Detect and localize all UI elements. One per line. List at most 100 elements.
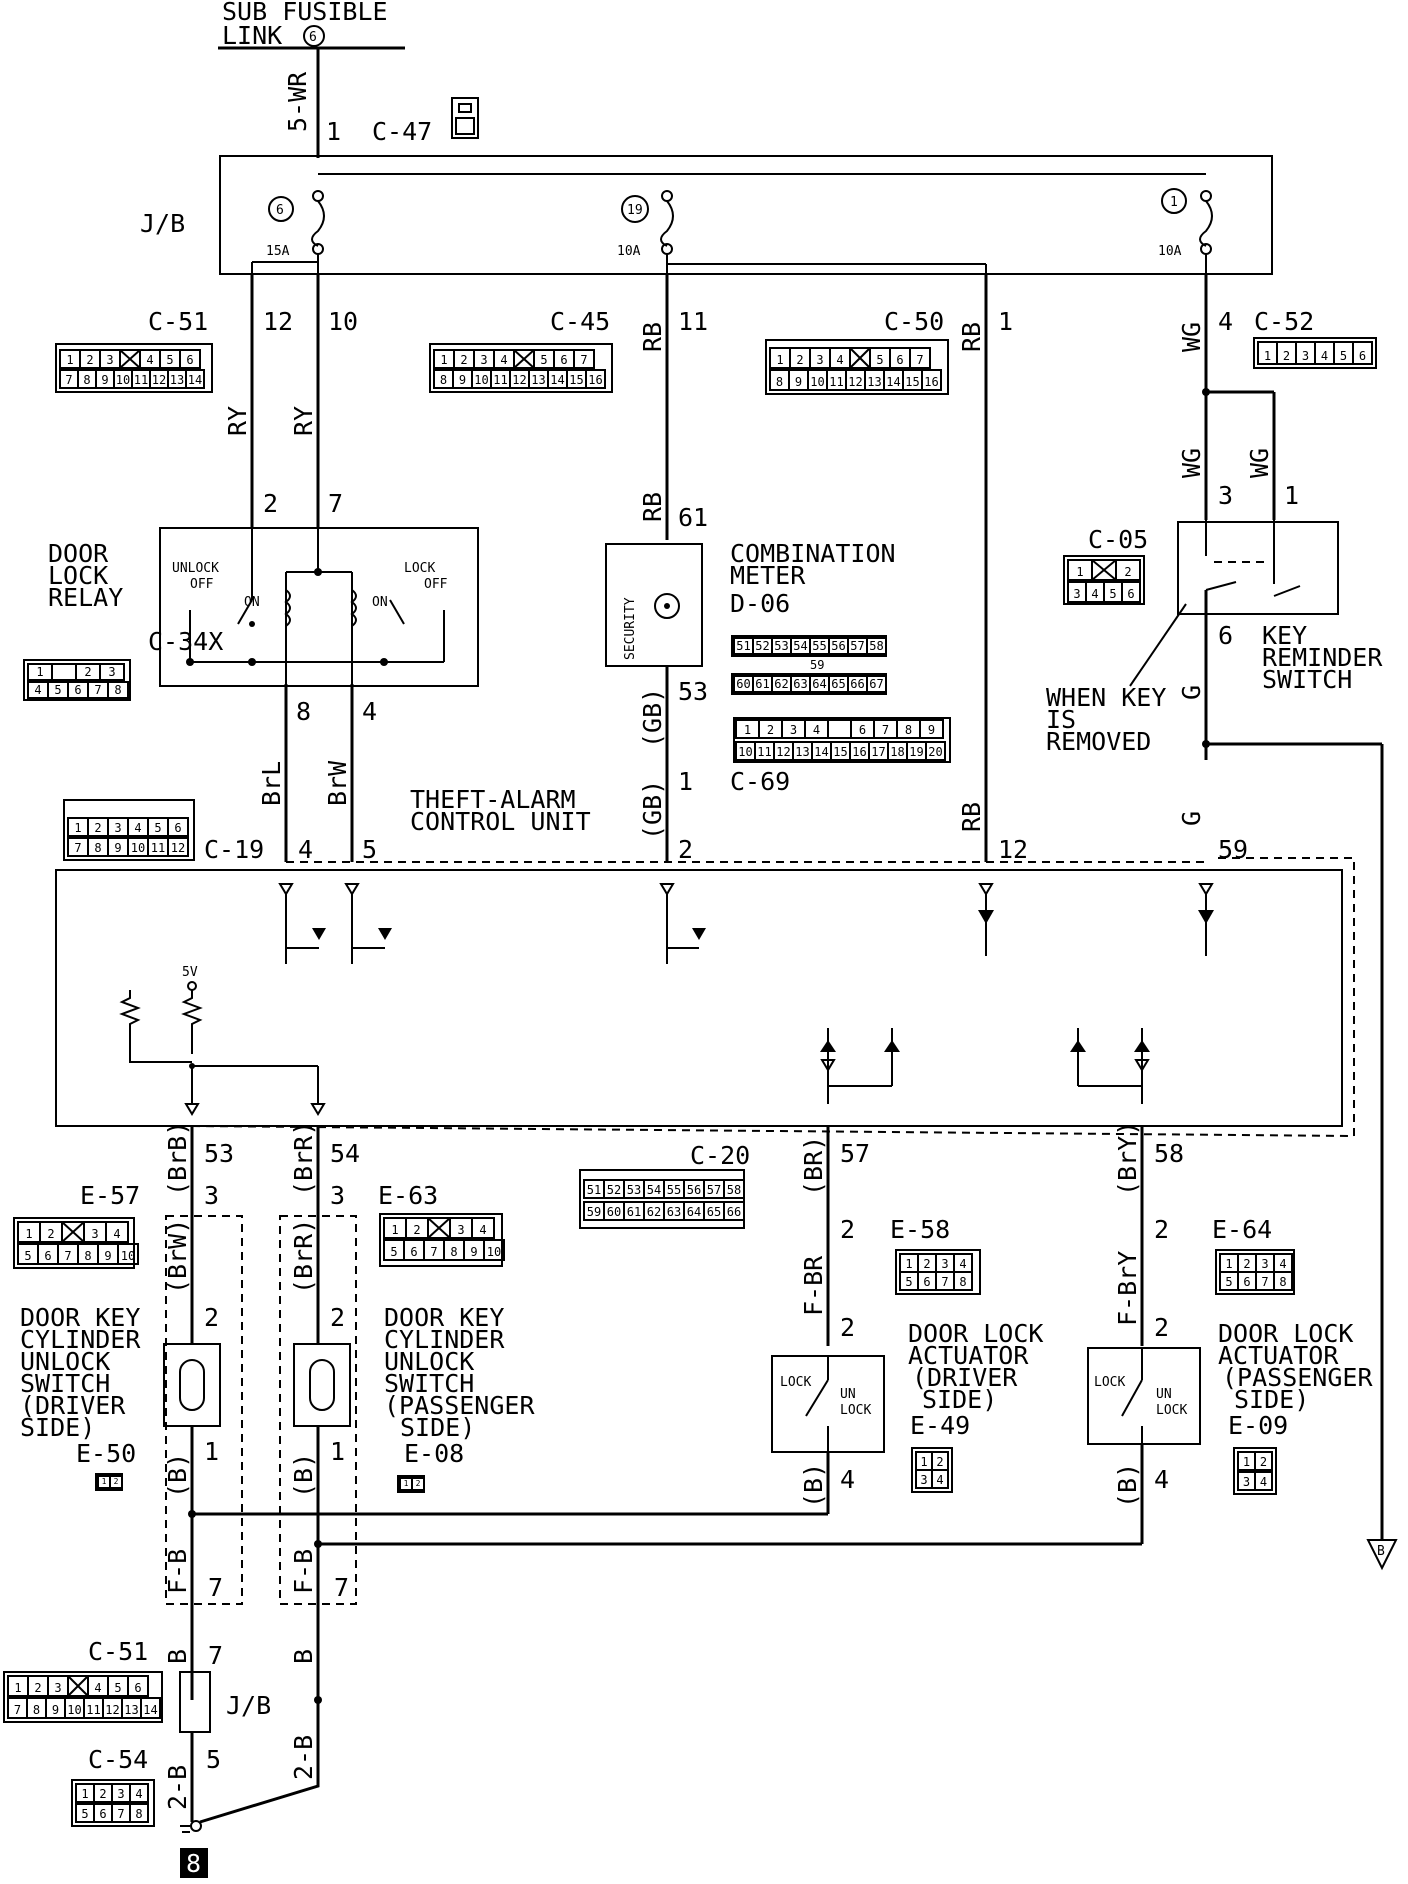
c52-body xyxy=(1253,337,1377,369)
door-key-cylinder-driver: DOOR KEY CYLINDER UNLOCK SWITCH (DRIVER … xyxy=(20,1303,221,1491)
pin-4-dla-r: 4 xyxy=(1154,1465,1169,1494)
e57-harness-outline xyxy=(165,1215,243,1605)
connector-pin-cell xyxy=(51,663,77,681)
key-switch-blade xyxy=(1205,581,1237,591)
input-arrow-5 xyxy=(1198,883,1214,896)
connector-pin-number: 9 xyxy=(470,1245,477,1259)
c47-label: C-47 xyxy=(372,117,432,146)
c34x-body xyxy=(23,659,131,701)
splice-g xyxy=(1202,740,1210,748)
dla-r-box xyxy=(1087,1347,1201,1445)
dkc-l-label-4: SWITCH xyxy=(20,1369,110,1398)
connector-pin-cell xyxy=(827,719,852,739)
connector-pin-number: 59 xyxy=(587,1205,601,1219)
connector-blank-mark xyxy=(1091,559,1117,581)
c51b-body xyxy=(3,1671,163,1723)
wire-label-brb: (BrB) xyxy=(163,1121,192,1196)
connector-pin-number: 1 xyxy=(440,353,447,367)
key-rem-label-2: REMINDER xyxy=(1262,643,1383,672)
connector-pin-number: 12 xyxy=(512,373,526,387)
fusible-number-circle xyxy=(303,25,325,47)
zener-2 xyxy=(378,928,392,940)
connector-pin-number: 3 xyxy=(790,723,797,737)
connector-pin-number: 11 xyxy=(757,745,771,759)
connector-pin-number: 14 xyxy=(886,375,900,389)
key-reminder-switch: 3 1 C-05 6 KEY REMINDER SWITCH WHEN KEY … xyxy=(1046,481,1398,1571)
e64-body xyxy=(1215,1249,1295,1295)
pin-2-e58: 2 xyxy=(840,1215,855,1244)
connector-pin-number: 51 xyxy=(587,1183,601,1197)
connector-pin-number: 2 xyxy=(936,1455,943,1469)
connector-pin-number: 53 xyxy=(774,639,788,653)
dkc-r-label-3: UNLOCK xyxy=(384,1347,474,1376)
fuse-19-element xyxy=(660,200,674,247)
connector-pin-number: 7 xyxy=(94,683,101,697)
wire-label-b1: (B) xyxy=(163,1453,192,1498)
wire-label-bry: (BrY) xyxy=(1113,1121,1142,1196)
connector-pin-number: 9 xyxy=(459,373,466,387)
security-indicator xyxy=(654,593,680,619)
dkc-r-label-5: (PASSENGER xyxy=(384,1391,535,1420)
connector-pin-number: 7 xyxy=(430,1245,437,1259)
offpage-arrow xyxy=(1366,1539,1398,1571)
theft-alarm-box xyxy=(55,869,1343,1127)
connector-pin-number: 61 xyxy=(755,677,769,691)
connector-pin-number: 65 xyxy=(707,1205,721,1219)
pin-2: 2 xyxy=(263,489,278,518)
connector-pin-number: 9 xyxy=(795,375,802,389)
pin-5-c19: 5 xyxy=(362,835,377,864)
wire-label-br: (BR) xyxy=(799,1136,828,1196)
dkc-l-label-2: CYLINDER xyxy=(20,1325,141,1354)
pin-1-dkc-l: 1 xyxy=(204,1437,219,1466)
connector-pin-number: 60 xyxy=(607,1205,621,1219)
wire-label-ry1: RY xyxy=(223,406,252,436)
connector-pin-number: 4 xyxy=(936,1473,943,1487)
connector-pin-cell xyxy=(99,663,125,681)
connector-blank-mark xyxy=(513,349,535,369)
wire-label-brw: BrW xyxy=(323,760,352,806)
connector-pin-number: 53 xyxy=(627,1183,641,1197)
connector-pin-cell xyxy=(471,1217,495,1239)
c50-label: C-50 xyxy=(884,307,944,336)
pin-2-e64: 2 xyxy=(1154,1215,1169,1244)
connector-pin-number: 12 xyxy=(105,1703,119,1717)
pin-12: 12 xyxy=(263,307,293,336)
pin-53-c20: 53 xyxy=(204,1139,234,1168)
c45-label: C-45 xyxy=(550,307,610,336)
wire-label-gb1: (GB) xyxy=(638,688,667,748)
connector-pin-number: 10 xyxy=(738,745,752,759)
fuse-6-element xyxy=(311,200,325,247)
connector-pin-number: 6 xyxy=(410,1245,417,1259)
pin-7-e57: 7 xyxy=(208,1573,223,1602)
e08-label: E-08 xyxy=(404,1439,464,1468)
dla-r-lock2: LOCK xyxy=(1156,1403,1187,1418)
connector-pin-number: 3 xyxy=(457,1223,464,1237)
connector-pin-cell xyxy=(931,1469,949,1489)
wire-label-b2: (B) xyxy=(289,1453,318,1498)
connector-pin-number: 19 xyxy=(909,745,923,759)
connector-pin-number: 10 xyxy=(121,1249,135,1263)
connector-pin-cell xyxy=(1121,581,1141,603)
lock-off-label: OFF xyxy=(424,577,448,592)
dla-l-label-3: (DRIVER xyxy=(912,1363,1018,1392)
connector-pin-number: 10 xyxy=(116,373,130,387)
connector-pin-number: 2 xyxy=(413,1223,420,1237)
connector-pin-number: 2 xyxy=(86,353,93,367)
connector-pin-number: 1 xyxy=(391,1223,398,1237)
pin-54-c20: 54 xyxy=(330,1139,360,1168)
connector-pin-number: 7 xyxy=(14,1703,21,1717)
dkc-r-key-icon xyxy=(309,1359,335,1411)
connector-pin-number: 6 xyxy=(1359,349,1366,363)
connector-pin-number: 51 xyxy=(736,639,750,653)
dkc-r-box xyxy=(293,1343,351,1427)
connector-pin-number: 3 xyxy=(108,665,115,679)
connector-pin-number: 5 xyxy=(1109,587,1116,601)
connector-pin-number: 6 xyxy=(174,821,181,835)
c45-connector: C-45 xyxy=(429,307,613,393)
connector-pin-number: 4 xyxy=(479,1223,486,1237)
c19-label: C-19 xyxy=(204,835,264,864)
connector-pin-number: 8 xyxy=(905,723,912,737)
connector-pin-number: 62 xyxy=(647,1205,661,1219)
connector-pin-number: 8 xyxy=(440,373,447,387)
pin-53: 53 xyxy=(678,677,708,706)
